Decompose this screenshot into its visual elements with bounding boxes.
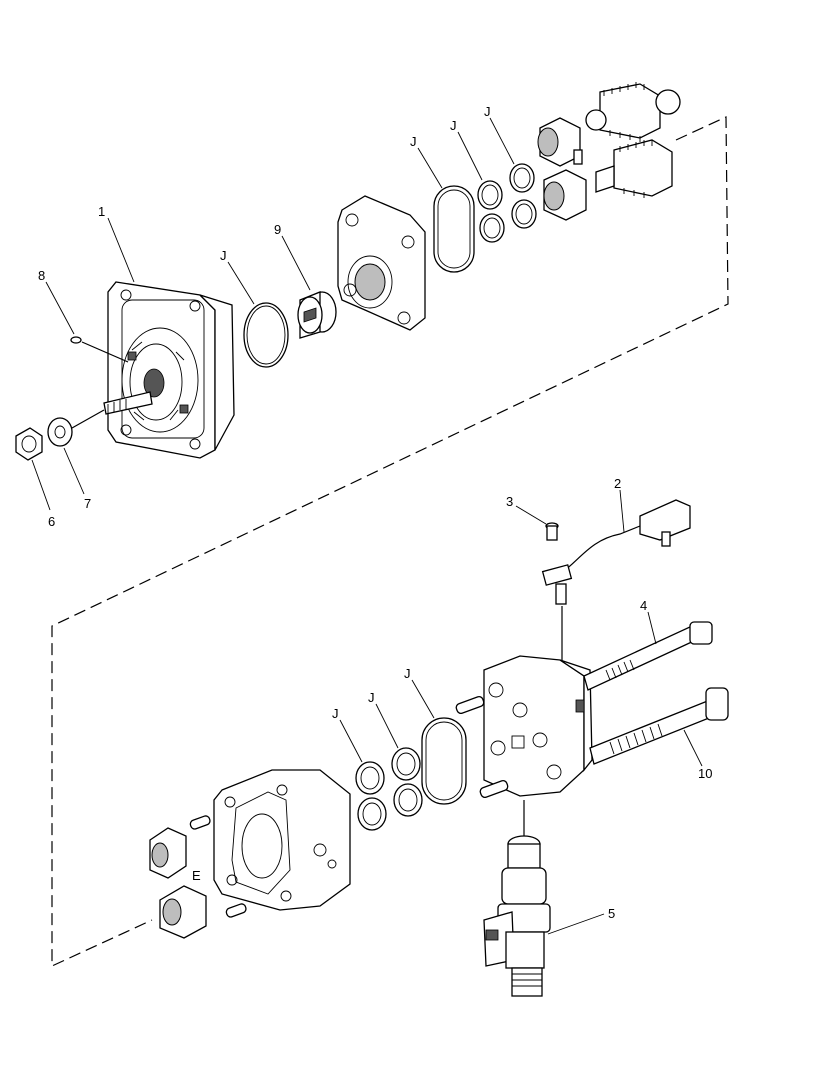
callout-j-6: J [368,690,375,705]
callout-2: 2 [614,476,621,491]
callout-7: 7 [84,496,91,511]
callout-j-7: J [332,706,339,721]
nut [15,427,43,461]
callout-10: 10 [698,766,712,781]
backup-ring-pair-1 [477,180,505,243]
callout-8: 8 [38,268,45,283]
front-flange-housing [107,281,235,459]
callout-j-4: J [484,104,491,119]
solenoid-valve-cartridge [483,800,551,997]
dowel-pins [189,695,509,918]
callout-9: 9 [274,222,281,237]
driven-gear [595,139,673,198]
callout-j-3: J [450,118,457,133]
drive-gear [585,82,681,142]
end-cover [483,655,593,797]
o-ring-seal [243,302,289,368]
oval-seal [433,185,475,273]
washer [47,417,73,447]
pump-body-plate [337,195,426,331]
callout-4: 4 [640,598,647,613]
bolt-lower [589,687,729,765]
bearing-lower-left [149,827,187,879]
callout-e: E [192,868,201,883]
bearing-lower [543,169,587,221]
callout-5: 5 [608,906,615,921]
callout-j-5: J [404,666,411,681]
bolt-upper [583,621,713,691]
callout-1: 1 [98,204,105,219]
speed-sensor [541,499,691,605]
lip-seal [297,291,337,339]
screw [545,522,563,668]
callout-j-1: J [220,248,227,263]
bearing-bottom [159,885,207,939]
rear-pump-body [213,769,351,911]
bearing-upper [537,117,583,167]
callout-3: 3 [506,494,513,509]
dashed-assembly-boundary [51,116,729,967]
pin [70,336,129,363]
backup-ring-pair-2 [509,163,537,229]
callout-j-2: J [410,134,417,149]
backup-ring-pair-4 [355,761,387,831]
callout-6: 6 [48,514,55,529]
oval-seal-lower [421,717,467,805]
drive-shaft [71,391,153,429]
backup-ring-pair-3 [391,747,423,817]
leader-lines [31,117,703,935]
